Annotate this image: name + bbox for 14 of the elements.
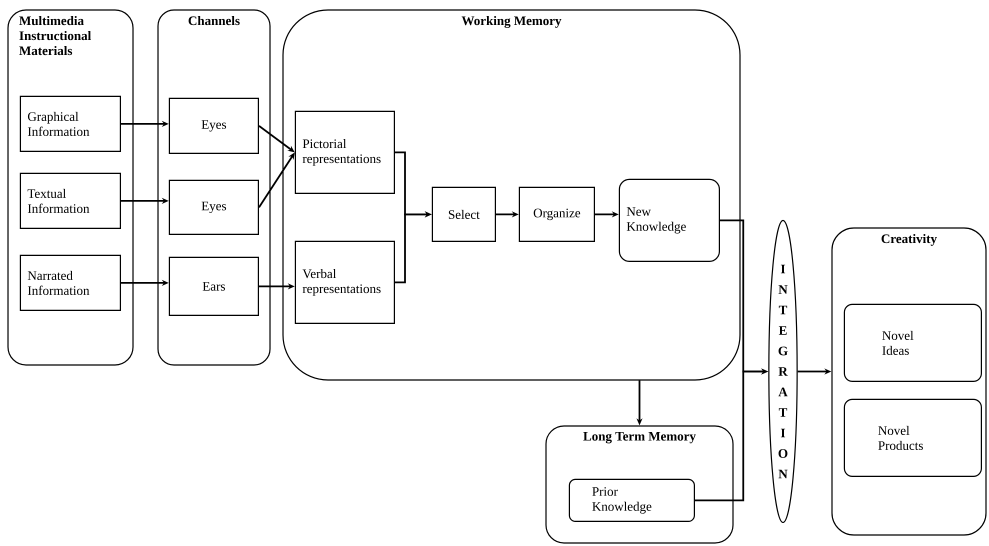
process-box: Prior Knowledge <box>568 478 695 522</box>
process-box: Graphical Information <box>20 96 121 152</box>
process-box: Pictorial representations <box>294 110 395 194</box>
process-box: Select <box>432 186 496 242</box>
process-box: Ears <box>168 256 259 316</box>
process-box: Novel Ideas <box>844 304 982 382</box>
process-box: Organize <box>518 186 595 242</box>
process-box: Textual Information <box>20 172 121 229</box>
process-box: Narrated Information <box>20 254 121 311</box>
process-box: Verbal representations <box>294 240 395 324</box>
process-box: Novel Products <box>844 398 982 477</box>
process-box: New Knowledge <box>618 178 720 262</box>
process-box: Eyes <box>168 98 259 154</box>
process-box: Eyes <box>168 180 259 235</box>
